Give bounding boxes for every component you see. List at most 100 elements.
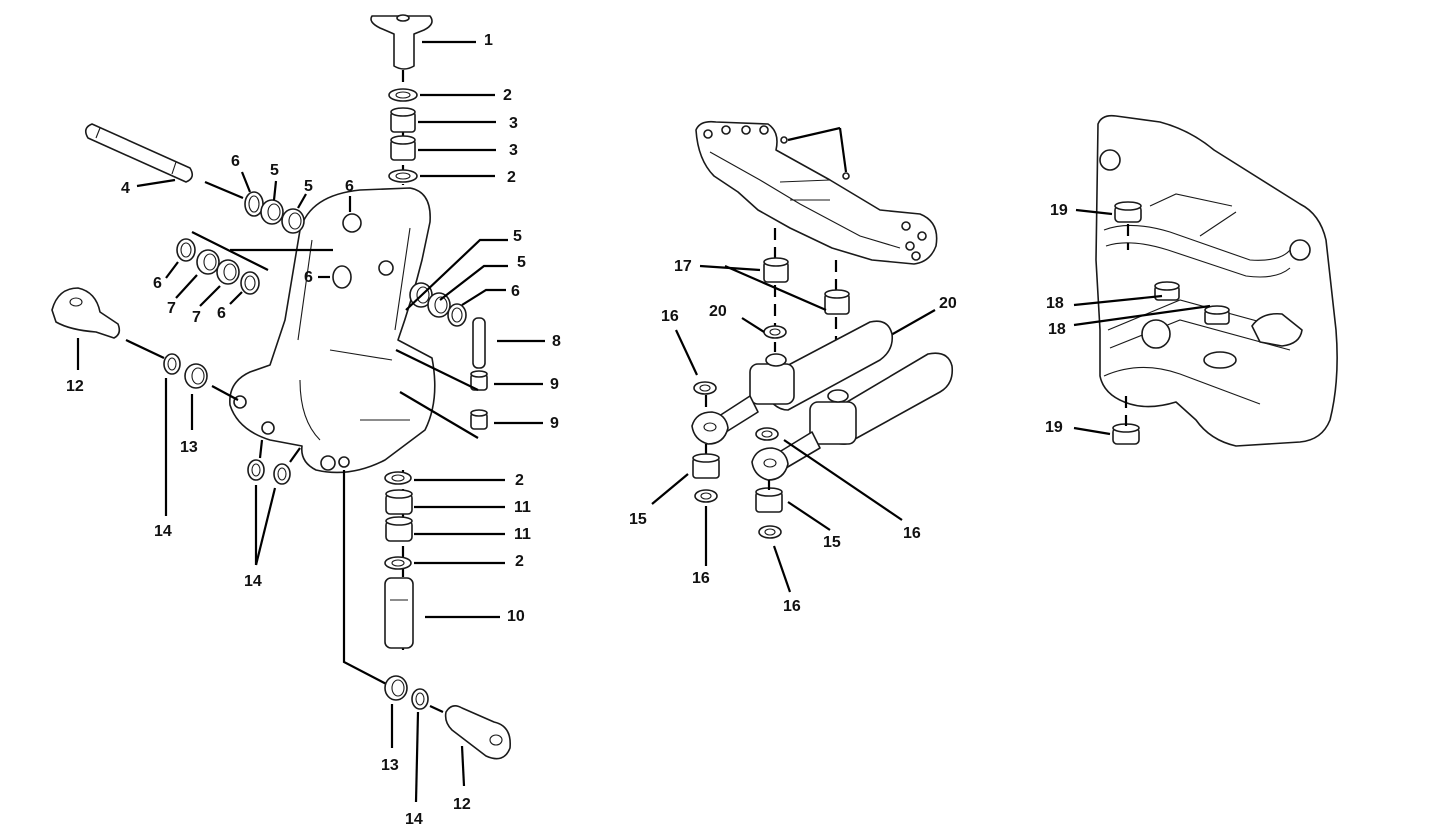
part-20-washer-a: [763, 325, 787, 339]
bracket-bore-low2: [320, 455, 336, 471]
part-19-bush-bottom: [1112, 423, 1140, 445]
callout-15: 15: [823, 534, 841, 551]
bracket-inner-edge: [297, 227, 411, 441]
part-11-bushing-a: [385, 489, 413, 515]
callout-8: 8: [552, 333, 561, 350]
callout-5: 5: [513, 228, 522, 245]
part-5-bush-right-b: [427, 292, 451, 318]
part-5-bush-upper-a: [260, 199, 284, 225]
callout-14: 14: [405, 811, 423, 828]
callout-20: 20: [709, 303, 727, 320]
callout-7: 7: [192, 309, 201, 326]
callout-3: 3: [509, 115, 518, 132]
part-14-ring-low-b: [273, 463, 291, 485]
callout-12: 12: [66, 378, 84, 395]
part-6-ring-left-a: [176, 238, 196, 262]
callout-2: 2: [515, 553, 524, 570]
part-4-shaft: [84, 123, 194, 183]
part-18-bush-b: [1204, 305, 1230, 325]
callout-5: 5: [517, 254, 526, 271]
callout-9: 9: [550, 415, 559, 432]
callout-12: 12: [453, 796, 471, 813]
part-15-bush-a: [692, 453, 720, 479]
callout-9: 9: [550, 376, 559, 393]
part-16-washer-d: [758, 525, 782, 539]
callout-5: 5: [304, 178, 313, 195]
part-19-bush-top: [1114, 201, 1142, 223]
hydraulic-cylinder-lower: [751, 352, 954, 481]
part-2-washer-d: [384, 556, 412, 570]
part-9-cap-b: [470, 409, 488, 430]
callout-13: 13: [180, 439, 198, 456]
callout-14: 14: [244, 573, 262, 590]
callout-17: 17: [674, 258, 692, 275]
axle-bracket-assembly: [51, 14, 545, 803]
part-15-bush-b: [755, 487, 783, 513]
callout-18: 18: [1046, 295, 1064, 312]
callout-19: 19: [1045, 419, 1063, 436]
part-10-pin: [384, 577, 414, 649]
bracket-bore-low3: [338, 456, 350, 468]
axle-bracket: [229, 187, 436, 474]
callout-16: 16: [692, 570, 710, 587]
part-6-ring-upper: [244, 191, 264, 217]
bracket-bore-upper: [342, 213, 362, 233]
housing-bore: [1141, 319, 1171, 349]
part-14-ring-low-c: [411, 688, 429, 710]
part-16-washer-b: [694, 489, 718, 503]
part-7-bush-left-a: [196, 249, 220, 275]
part-2-washer-top: [388, 88, 418, 102]
callout-4: 4: [121, 180, 130, 197]
axle-housing-assembly: [1073, 114, 1338, 447]
housing-inner-frame: [1103, 193, 1291, 405]
callout-11: 11: [514, 499, 531, 516]
callout-6: 6: [153, 275, 162, 292]
part-13-bush-left: [184, 363, 208, 389]
part-12-pivot-knob-right: [444, 704, 511, 760]
mounting-plate: [695, 120, 938, 265]
callout-6: 6: [511, 283, 520, 300]
callout-15: 15: [629, 511, 647, 528]
hydraulic-cylinder-upper: [691, 320, 894, 445]
part-3-bushing-b: [390, 135, 416, 161]
callout-13: 13: [381, 757, 399, 774]
callout-20: 20: [939, 295, 957, 312]
part-3-bushing-a: [390, 107, 416, 133]
part-16-washer-a: [693, 381, 717, 395]
callout-3: 3: [509, 142, 518, 159]
callout-1: 1: [484, 32, 493, 49]
callout-6: 6: [231, 153, 240, 170]
part-16-washer-c: [755, 427, 779, 441]
callout-labels: 1 2 3 3 2 6 5 5 6 4 5 5 6 6 6 7 7 6 8 9 …: [66, 32, 1068, 828]
part-9-cap-a: [470, 370, 488, 391]
callout-2: 2: [503, 87, 512, 104]
axle-housing: [1095, 114, 1338, 447]
part-14-ring-low-a: [247, 459, 265, 481]
mounting-plate-edge: [709, 151, 901, 249]
callout-6: 6: [304, 269, 313, 286]
callout-18: 18: [1048, 321, 1066, 338]
part-13-bush-low: [384, 675, 408, 701]
part-7-bush-left-b: [216, 259, 240, 285]
part-6-ring-inner: [332, 265, 352, 289]
callout-16: 16: [661, 308, 679, 325]
bracket-bore-mid: [378, 260, 394, 276]
callout-11: 11: [514, 526, 531, 543]
callout-7: 7: [167, 300, 176, 317]
callout-16: 16: [903, 525, 921, 542]
part-5-bush-upper-b: [281, 208, 305, 234]
part-2-washer-b: [388, 169, 418, 183]
callout-16: 16: [783, 598, 801, 615]
callout-10: 10: [507, 608, 525, 625]
cylinder-mount-assembly: [651, 120, 954, 593]
part-14-ring-left: [163, 353, 181, 375]
part-1-pin: [370, 14, 433, 70]
part-17-bush-a: [763, 257, 789, 283]
callout-6: 6: [217, 305, 226, 322]
part-12-pivot-knob-left: [51, 287, 121, 339]
part-17-bush-b: [824, 289, 850, 315]
part-6-ring-left-b: [240, 271, 260, 295]
callout-2: 2: [507, 169, 516, 186]
callout-14: 14: [154, 523, 172, 540]
